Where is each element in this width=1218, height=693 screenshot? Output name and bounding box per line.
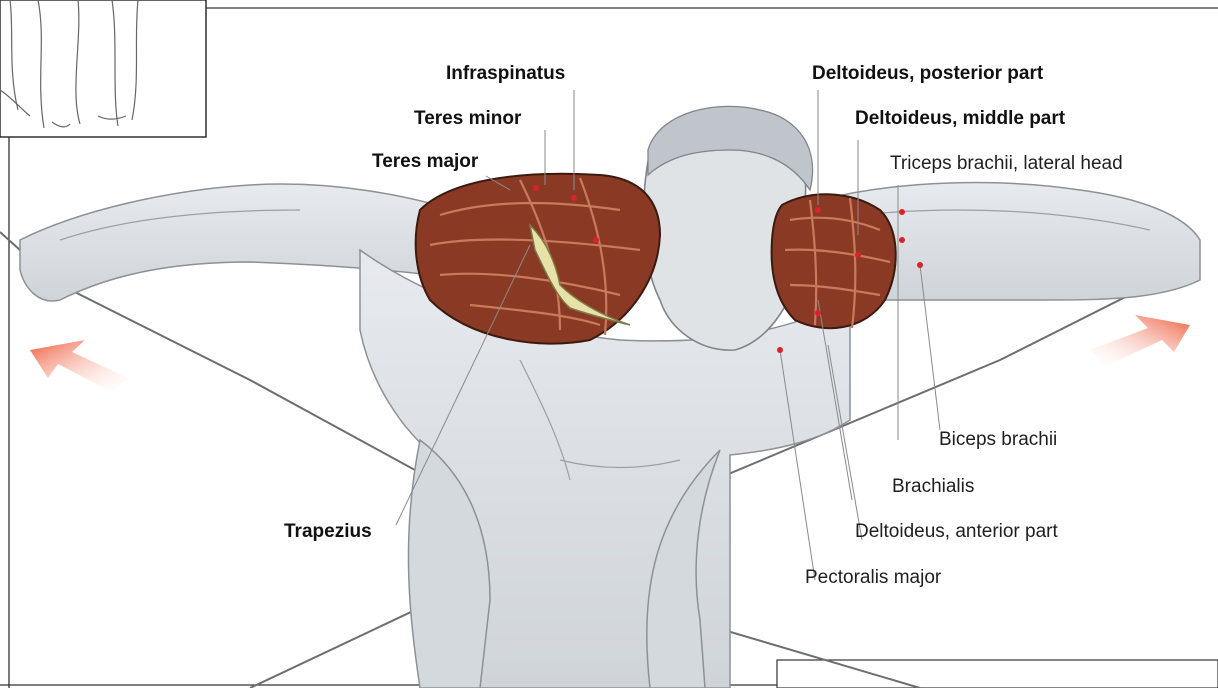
label-teres-minor: Teres minor — [414, 109, 521, 128]
arrow-up-left-icon — [30, 340, 128, 392]
frame-bottom-box — [777, 660, 1218, 688]
label-deltoid-posterior: Deltoideus, posterior part — [812, 64, 1043, 83]
anatomy-figure-thumbnail — [0, 0, 206, 137]
label-deltoid-anterior: Deltoideus, anterior part — [855, 522, 1058, 541]
label-triceps-lateral: Triceps brachii, lateral head — [890, 154, 1123, 173]
label-deltoid-middle: Deltoideus, middle part — [855, 109, 1065, 128]
label-pectoralis: Pectoralis major — [805, 568, 941, 587]
muscle-right-shoulder-group — [772, 194, 896, 328]
label-teres-major: Teres major — [372, 152, 478, 171]
label-biceps: Biceps brachii — [939, 430, 1057, 449]
arrow-up-right-icon — [1090, 315, 1190, 366]
label-trapezius: Trapezius — [284, 522, 372, 541]
label-infraspinatus: Infraspinatus — [446, 64, 565, 83]
label-brachialis: Brachialis — [892, 477, 974, 496]
muscle-left-shoulder-group — [416, 174, 660, 344]
